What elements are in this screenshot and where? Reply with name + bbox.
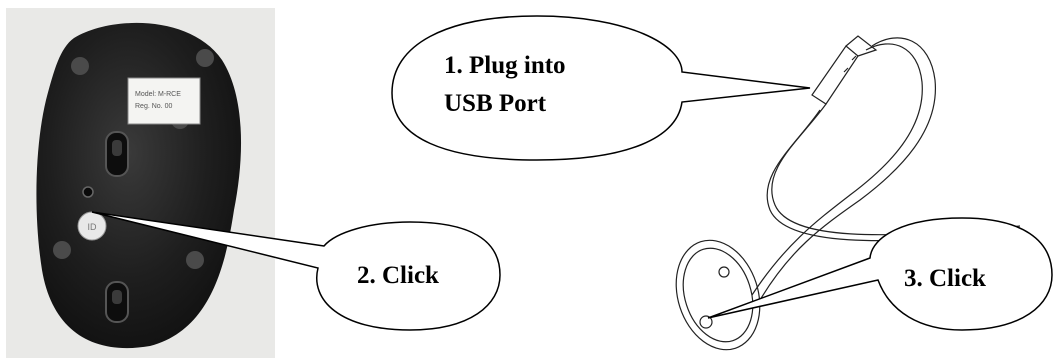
callout-1-line2: USB Port	[444, 90, 547, 117]
receiver-led	[718, 266, 730, 278]
usb-connector-detail	[843, 55, 857, 73]
mouse-label-sticker	[127, 77, 201, 125]
callout-1-text: 1. Plug into USB Port	[444, 47, 644, 123]
callout-1-shape	[391, 15, 811, 161]
switch-knob	[112, 140, 122, 156]
slider-knob	[112, 290, 122, 304]
sticker-text-line1: Model: M-RCE	[135, 91, 181, 98]
callout-1-line1: 1. Plug into	[444, 52, 566, 79]
callout-2-text: 2. Click	[357, 262, 439, 289]
mouse-underside-photo: Model: M-RCE Reg. No. 00 ID	[6, 8, 275, 358]
sticker-text-line2: Reg. No. 00	[135, 103, 172, 110]
callout-2-shape	[91, 211, 501, 331]
mouse-foot-pad	[71, 57, 89, 75]
callout-3-text: 3. Click	[904, 265, 986, 292]
callout-3-shape	[707, 217, 1053, 331]
mouse-foot-pad	[196, 49, 214, 67]
usb-connector-body	[811, 45, 859, 105]
cable-loop-outer	[759, 37, 936, 301]
receiver-base-outer	[675, 239, 761, 351]
receiver-base-inner	[682, 247, 754, 343]
mouse-foot-pad	[53, 241, 71, 259]
usb-connector-head	[845, 35, 878, 57]
cable-loop-inner	[751, 43, 923, 296]
receiver-button	[699, 315, 713, 329]
mouse-foot-pad	[186, 251, 204, 269]
connect-button-label: ID	[88, 222, 98, 232]
sensor-dot	[82, 186, 94, 198]
